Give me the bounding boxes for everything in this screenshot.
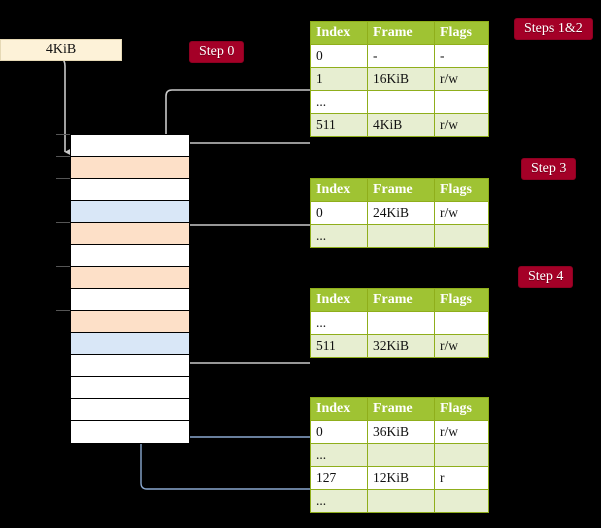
connector-4kib-to-memory xyxy=(60,57,72,156)
column-header-flags: Flags xyxy=(434,288,489,312)
memory-tick-4 xyxy=(56,222,70,223)
table-row: 0-- xyxy=(310,44,489,68)
column-header-index: Index xyxy=(310,21,368,45)
cell-index: 0 xyxy=(310,44,368,68)
cell-index: 1 xyxy=(310,67,368,91)
cell-frame: 32KiB xyxy=(367,334,435,358)
cell-index: 511 xyxy=(310,334,368,358)
connector-table2-0-to-memory xyxy=(179,224,310,260)
cell-index: ... xyxy=(310,90,368,114)
badge-step-0: Step 0 xyxy=(189,41,245,64)
cell-index: ... xyxy=(310,443,368,467)
cell-flags xyxy=(434,489,489,513)
size-box-4kib: 4KiB xyxy=(0,39,122,61)
cell-index: 511 xyxy=(310,113,368,137)
cell-flags: - xyxy=(434,44,489,68)
cell-index: ... xyxy=(310,311,368,335)
cell-frame xyxy=(367,489,435,513)
connector-table3-511-to-memory xyxy=(179,312,310,364)
cell-index: 0 xyxy=(310,420,368,444)
badge-steps-1-2: Steps 1&2 xyxy=(514,18,593,41)
column-header-index: Index xyxy=(310,288,368,312)
memory-row-0 xyxy=(71,135,189,157)
table-row: ... xyxy=(310,443,489,467)
memory-row-1 xyxy=(71,157,189,179)
table-row: ... xyxy=(310,311,489,335)
cell-flags: r/w xyxy=(434,113,489,137)
cell-frame: 36KiB xyxy=(367,420,435,444)
memory-row-5 xyxy=(71,245,189,267)
column-header-frame: Frame xyxy=(367,178,435,202)
badge-step-4: Step 4 xyxy=(518,266,574,289)
column-header-frame: Frame xyxy=(367,397,435,421)
column-header-frame: Frame xyxy=(367,288,435,312)
cell-frame xyxy=(367,311,435,335)
cell-index: ... xyxy=(310,489,368,513)
column-header-flags: Flags xyxy=(434,21,489,45)
memory-row-6 xyxy=(71,267,189,289)
table-row: ... xyxy=(310,90,489,114)
cell-frame xyxy=(367,224,435,248)
cell-index: 0 xyxy=(310,201,368,225)
cell-index: 127 xyxy=(310,466,368,490)
cell-flags: r/w xyxy=(434,334,489,358)
cell-frame: 16KiB xyxy=(367,67,435,91)
memory-row-4 xyxy=(71,223,189,245)
table-row: ... xyxy=(310,489,489,513)
memory-row-7 xyxy=(71,289,189,311)
column-header-flags: Flags xyxy=(434,397,489,421)
cell-flags: r xyxy=(434,466,489,490)
memory-tick-1 xyxy=(56,156,70,157)
cell-frame xyxy=(367,90,435,114)
memory-row-10 xyxy=(71,355,189,377)
memory-tick-8 xyxy=(56,310,70,311)
cell-index: ... xyxy=(310,224,368,248)
cell-flags xyxy=(434,90,489,114)
cell-flags xyxy=(434,311,489,335)
column-header-frame: Frame xyxy=(367,21,435,45)
column-header-index: Index xyxy=(310,397,368,421)
memory-row-12 xyxy=(71,399,189,421)
memory-tick-2 xyxy=(56,178,70,179)
cell-flags: r/w xyxy=(434,201,489,225)
table-row: ... xyxy=(310,224,489,248)
size-box-label: 4KiB xyxy=(45,42,77,57)
column-header-index: Index xyxy=(310,178,368,202)
memory-tick-0 xyxy=(56,134,70,135)
memory-row-3 xyxy=(71,201,189,223)
cell-frame: 4KiB xyxy=(367,113,435,137)
memory-row-8 xyxy=(71,311,189,333)
cell-flags xyxy=(434,443,489,467)
cell-flags: r/w xyxy=(434,420,489,444)
cell-frame: 12KiB xyxy=(367,466,435,490)
cell-flags xyxy=(434,224,489,248)
cell-frame xyxy=(367,443,435,467)
cell-frame: - xyxy=(367,44,435,68)
memory-row-9 xyxy=(71,333,189,355)
memory-row-11 xyxy=(71,377,189,399)
memory-tick-6 xyxy=(56,266,70,267)
memory-row-13 xyxy=(71,421,189,443)
physical-memory-column xyxy=(70,134,190,444)
cell-frame: 24KiB xyxy=(367,201,435,225)
column-header-flags: Flags xyxy=(434,178,489,202)
badge-step-3: Step 3 xyxy=(521,158,577,181)
memory-row-2 xyxy=(71,179,189,201)
cell-flags: r/w xyxy=(434,67,489,91)
